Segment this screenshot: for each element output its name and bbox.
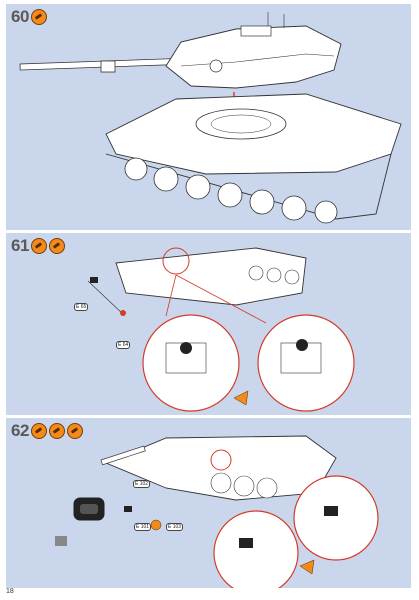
paint-icon	[48, 238, 65, 254]
page-number: 18	[6, 588, 14, 595]
part-e64: E 64	[116, 341, 131, 349]
step-number: 61	[11, 236, 29, 255]
glue-icon	[30, 9, 47, 25]
turret-drawing	[19, 12, 402, 224]
part-e103: E 103	[166, 523, 184, 531]
step-60-header: 60	[11, 7, 47, 27]
step-62-header: 62	[11, 421, 83, 441]
glue-icon	[30, 423, 47, 439]
part-e65: E 65	[74, 303, 89, 311]
step-number: 60	[11, 7, 29, 26]
paint-icon	[48, 423, 65, 439]
paint-icon	[66, 423, 83, 439]
step-number: 62	[11, 421, 29, 440]
glue-icon	[30, 238, 47, 254]
hull-front-drawing	[55, 435, 379, 588]
part-e102: E 102	[133, 480, 151, 488]
step-60-panel: 60	[6, 4, 411, 230]
rear-hull-drawing	[87, 247, 355, 412]
step-61-panel: 61 E 65 E 64	[6, 233, 411, 415]
step-61-header: 61	[11, 236, 65, 256]
part-e101: E 101	[134, 523, 152, 531]
step-62-panel: 62 E 102 E 101	[6, 418, 411, 588]
